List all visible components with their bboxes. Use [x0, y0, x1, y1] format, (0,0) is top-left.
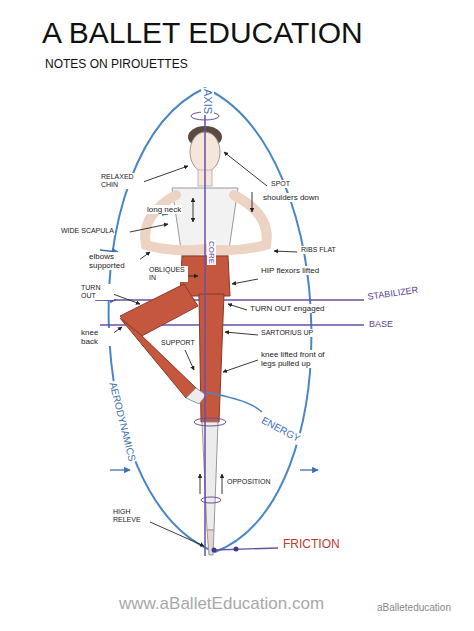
leader-lines [112, 152, 297, 546]
annotation-label: HIP flexors lifted [260, 266, 320, 275]
watermark: www.aBalletEducation.com [118, 594, 325, 614]
annotation-label: CORE [207, 240, 216, 265]
annotation-label: AERODYNAMICS [107, 380, 138, 463]
annotation-label: HIGH RELEVE [112, 508, 150, 524]
annotation-label: OPPOSITION [226, 478, 272, 486]
annotation-label: RIBS FLAT [300, 246, 337, 254]
stabilizer-line [95, 299, 364, 300]
annotation-label: RELAXED CHIN [100, 173, 144, 189]
annotation-label: TURN OUT [80, 284, 114, 300]
annotation-label: long neck [146, 205, 182, 214]
annotation-label: AXIS [201, 88, 214, 115]
annotation-label: SUPPORT [160, 339, 196, 347]
annotation-label: FRICTION [282, 538, 341, 552]
annotation-label: elbows supported [88, 252, 140, 270]
annotation-label: WIDE SCAPULA [60, 227, 115, 235]
annotation-label: SARTORIUS UP [260, 329, 314, 337]
annotation-label: TURN OUT engaged [249, 304, 326, 313]
friction-line [212, 547, 279, 553]
annotation-label: shoulders down [262, 193, 320, 202]
annotation-label: knee lifted front of legs pulled up [260, 350, 334, 368]
annotation-label: SPOT [270, 180, 291, 188]
annotation-label: BASE [368, 319, 394, 329]
page-title: A BALLET EDUCATION [42, 16, 363, 50]
annotation-label: STABILIZER [366, 285, 420, 303]
annotation-label: OBLIQUES IN [148, 266, 188, 282]
subtitle: NOTES ON PIROUETTES [44, 58, 189, 72]
axis-line [204, 88, 206, 556]
spin-rings [191, 112, 226, 503]
dancer-figure [120, 126, 267, 555]
energy-line [205, 392, 262, 412]
annotation-label: ENERGY [259, 414, 303, 445]
annotation-label: knee back [80, 328, 114, 346]
watermark: aBalleteducation [376, 602, 452, 614]
